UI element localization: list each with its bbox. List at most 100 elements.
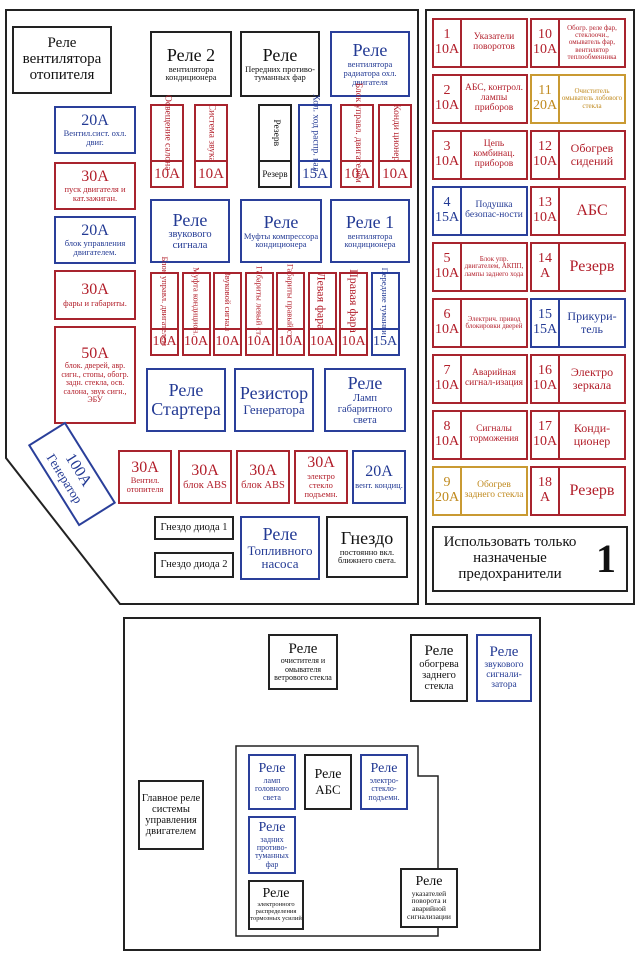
relay-starter: Реле Стартера — [146, 368, 226, 432]
relay-horn-signal-title: Реле — [489, 644, 519, 661]
right-fuse-number: 11 — [538, 83, 552, 99]
relay-fuel-pump-sub: Топливного насоса — [247, 542, 313, 572]
relay-abs: Реле АБС — [304, 754, 352, 810]
bottom-fuse-amp: 20A — [365, 463, 393, 481]
relay2-ac-fan: Реле 2 вентилятора кондиционера — [150, 31, 232, 97]
right-fuse-desc: Обогрев сидений — [570, 141, 614, 168]
diode-socket-1: Гнездо диода 1 — [154, 516, 234, 540]
right-fuse-number: 3 — [443, 139, 451, 155]
relay-fuel-pump: Реле Топливного насоса — [240, 516, 320, 580]
right-fuse-number: 17 — [538, 419, 552, 435]
mid-fuse-amp: 15A — [372, 328, 398, 354]
right-fuse-number: 5 — [443, 251, 451, 267]
top-fuse-label: Конди ционер — [390, 104, 401, 162]
right-fuse-amp: 10A — [434, 98, 460, 113]
diode-socket-1-label: Гнездо диода 1 — [160, 522, 228, 534]
notice-box: Использовать только назначеные предохран… — [432, 526, 628, 592]
fuse-30a-headlights-amp: 30A — [81, 281, 109, 299]
mid-fuse-amp: 10A — [278, 328, 303, 354]
right-fuse-amp: 10A — [434, 154, 460, 169]
mid-fuse-3: Габариты левый ст.10A — [244, 266, 274, 356]
relay1-ac-fan-sub: вентилятора кондиционера — [344, 230, 396, 250]
right-fuse-desc: Обогрев заднего стекла — [464, 480, 524, 500]
mid-fuse-amp: 10A — [152, 328, 177, 354]
right-fuse-number: 2 — [443, 83, 451, 99]
right-fuse-desc: Резерв — [569, 257, 615, 275]
relay-windows: Реле электро-стекло-подъемн. — [360, 754, 408, 810]
relay-heater-fan: Реле вентилятора отопителя — [12, 26, 112, 94]
relay-headlights: Реле ламп головного света — [248, 754, 296, 810]
diode-socket-2-label: Гнездо диода 2 — [160, 559, 228, 571]
right-fuse-amp: 10A — [532, 210, 558, 225]
mid-fuse-amp: 10A — [246, 328, 272, 354]
right-fuse-number: 16 — [538, 363, 552, 379]
mid-fuse-label: Муфта кондицион. — [191, 267, 202, 335]
relay-fuel-pump-title: Реле — [262, 523, 298, 544]
relay-washer: Реле очистителя и омывателя ветрового ст… — [268, 634, 338, 690]
relay-front-fog-sub: Передних противо-туманных фар — [245, 63, 315, 83]
top-fuse-amp: 10A — [342, 160, 372, 186]
fuse-30a-headlights-text: фары и габариты. — [63, 297, 127, 308]
right-fuse-amp: 10A — [434, 42, 460, 57]
mid-fuse-4: Габариты правый ст.10A — [276, 264, 305, 356]
right-fuse-amp: 10A — [434, 434, 460, 449]
relay-rear-fog-title: Реле — [258, 819, 286, 835]
right-fuse-number: 12 — [538, 139, 552, 155]
relay-clutch-title: Реле — [263, 211, 299, 232]
right-fuse-desc: Электро зеркала — [570, 365, 614, 392]
relay1-ac-fan-title: Реле 1 — [345, 211, 395, 232]
relay-horn-signal-sub: звукового сигнали-затора — [484, 659, 524, 690]
relay-clutch: Реле Муфты компрессора кондиционера — [240, 199, 322, 263]
top-fuse-label: Система звука — [206, 104, 217, 162]
mid-fuse-label: Звуковой сигнал — [222, 271, 233, 331]
mid-fuse-amp: 10A — [215, 328, 240, 354]
right-fuse-desc: Очиститель омыватель лобового стекла — [561, 86, 623, 110]
right-fuse-desc: Обогр. реле фар, стеклоочи., омыватель ф… — [567, 23, 617, 62]
right-fuse-number: 1 — [443, 27, 451, 43]
fuse-20a-cooling-text: Вентил.сист. охл. двиг. — [63, 128, 127, 148]
relay-horn: Реле звукового сигнала — [150, 199, 230, 263]
relay-washer-sub: очистителя и омывателя ветрового стекла — [274, 656, 332, 683]
bottom-fuse-amp: 30A — [131, 458, 159, 476]
mid-fuse-label: Габариты левый ст. — [254, 265, 265, 337]
right-fuse-amp: 20A — [434, 490, 460, 505]
relay-brake-dist-title: Реле — [262, 886, 290, 902]
relay-rear-fog: Реле задних противо-туманных фар — [248, 816, 296, 874]
right-fuse-number: 4 — [443, 195, 451, 211]
mid-fuse-amp: 10A — [309, 328, 335, 354]
right-fuse-amp: 10A — [434, 322, 460, 337]
mid-fuse-1: Муфта кондицион.10A — [181, 267, 211, 356]
relay-horn-sub: звукового сигнала — [168, 229, 212, 252]
relay-parking-lights-sub: Ламп габаритного света — [337, 392, 393, 426]
top-fuse-amp: 10A — [380, 160, 410, 186]
right-fuse-number: 13 — [538, 195, 552, 211]
relay-abs-title: Реле — [314, 766, 342, 782]
fuse-30a-headlights: 30A фары и габариты. — [54, 270, 136, 320]
right-fuse-amp: A — [539, 490, 551, 505]
relay-turn-signals: Реле указателей поворота и аварийной сиг… — [400, 868, 458, 928]
relay-heater-fan-label: Реле вентилятора отопителя — [22, 35, 102, 83]
